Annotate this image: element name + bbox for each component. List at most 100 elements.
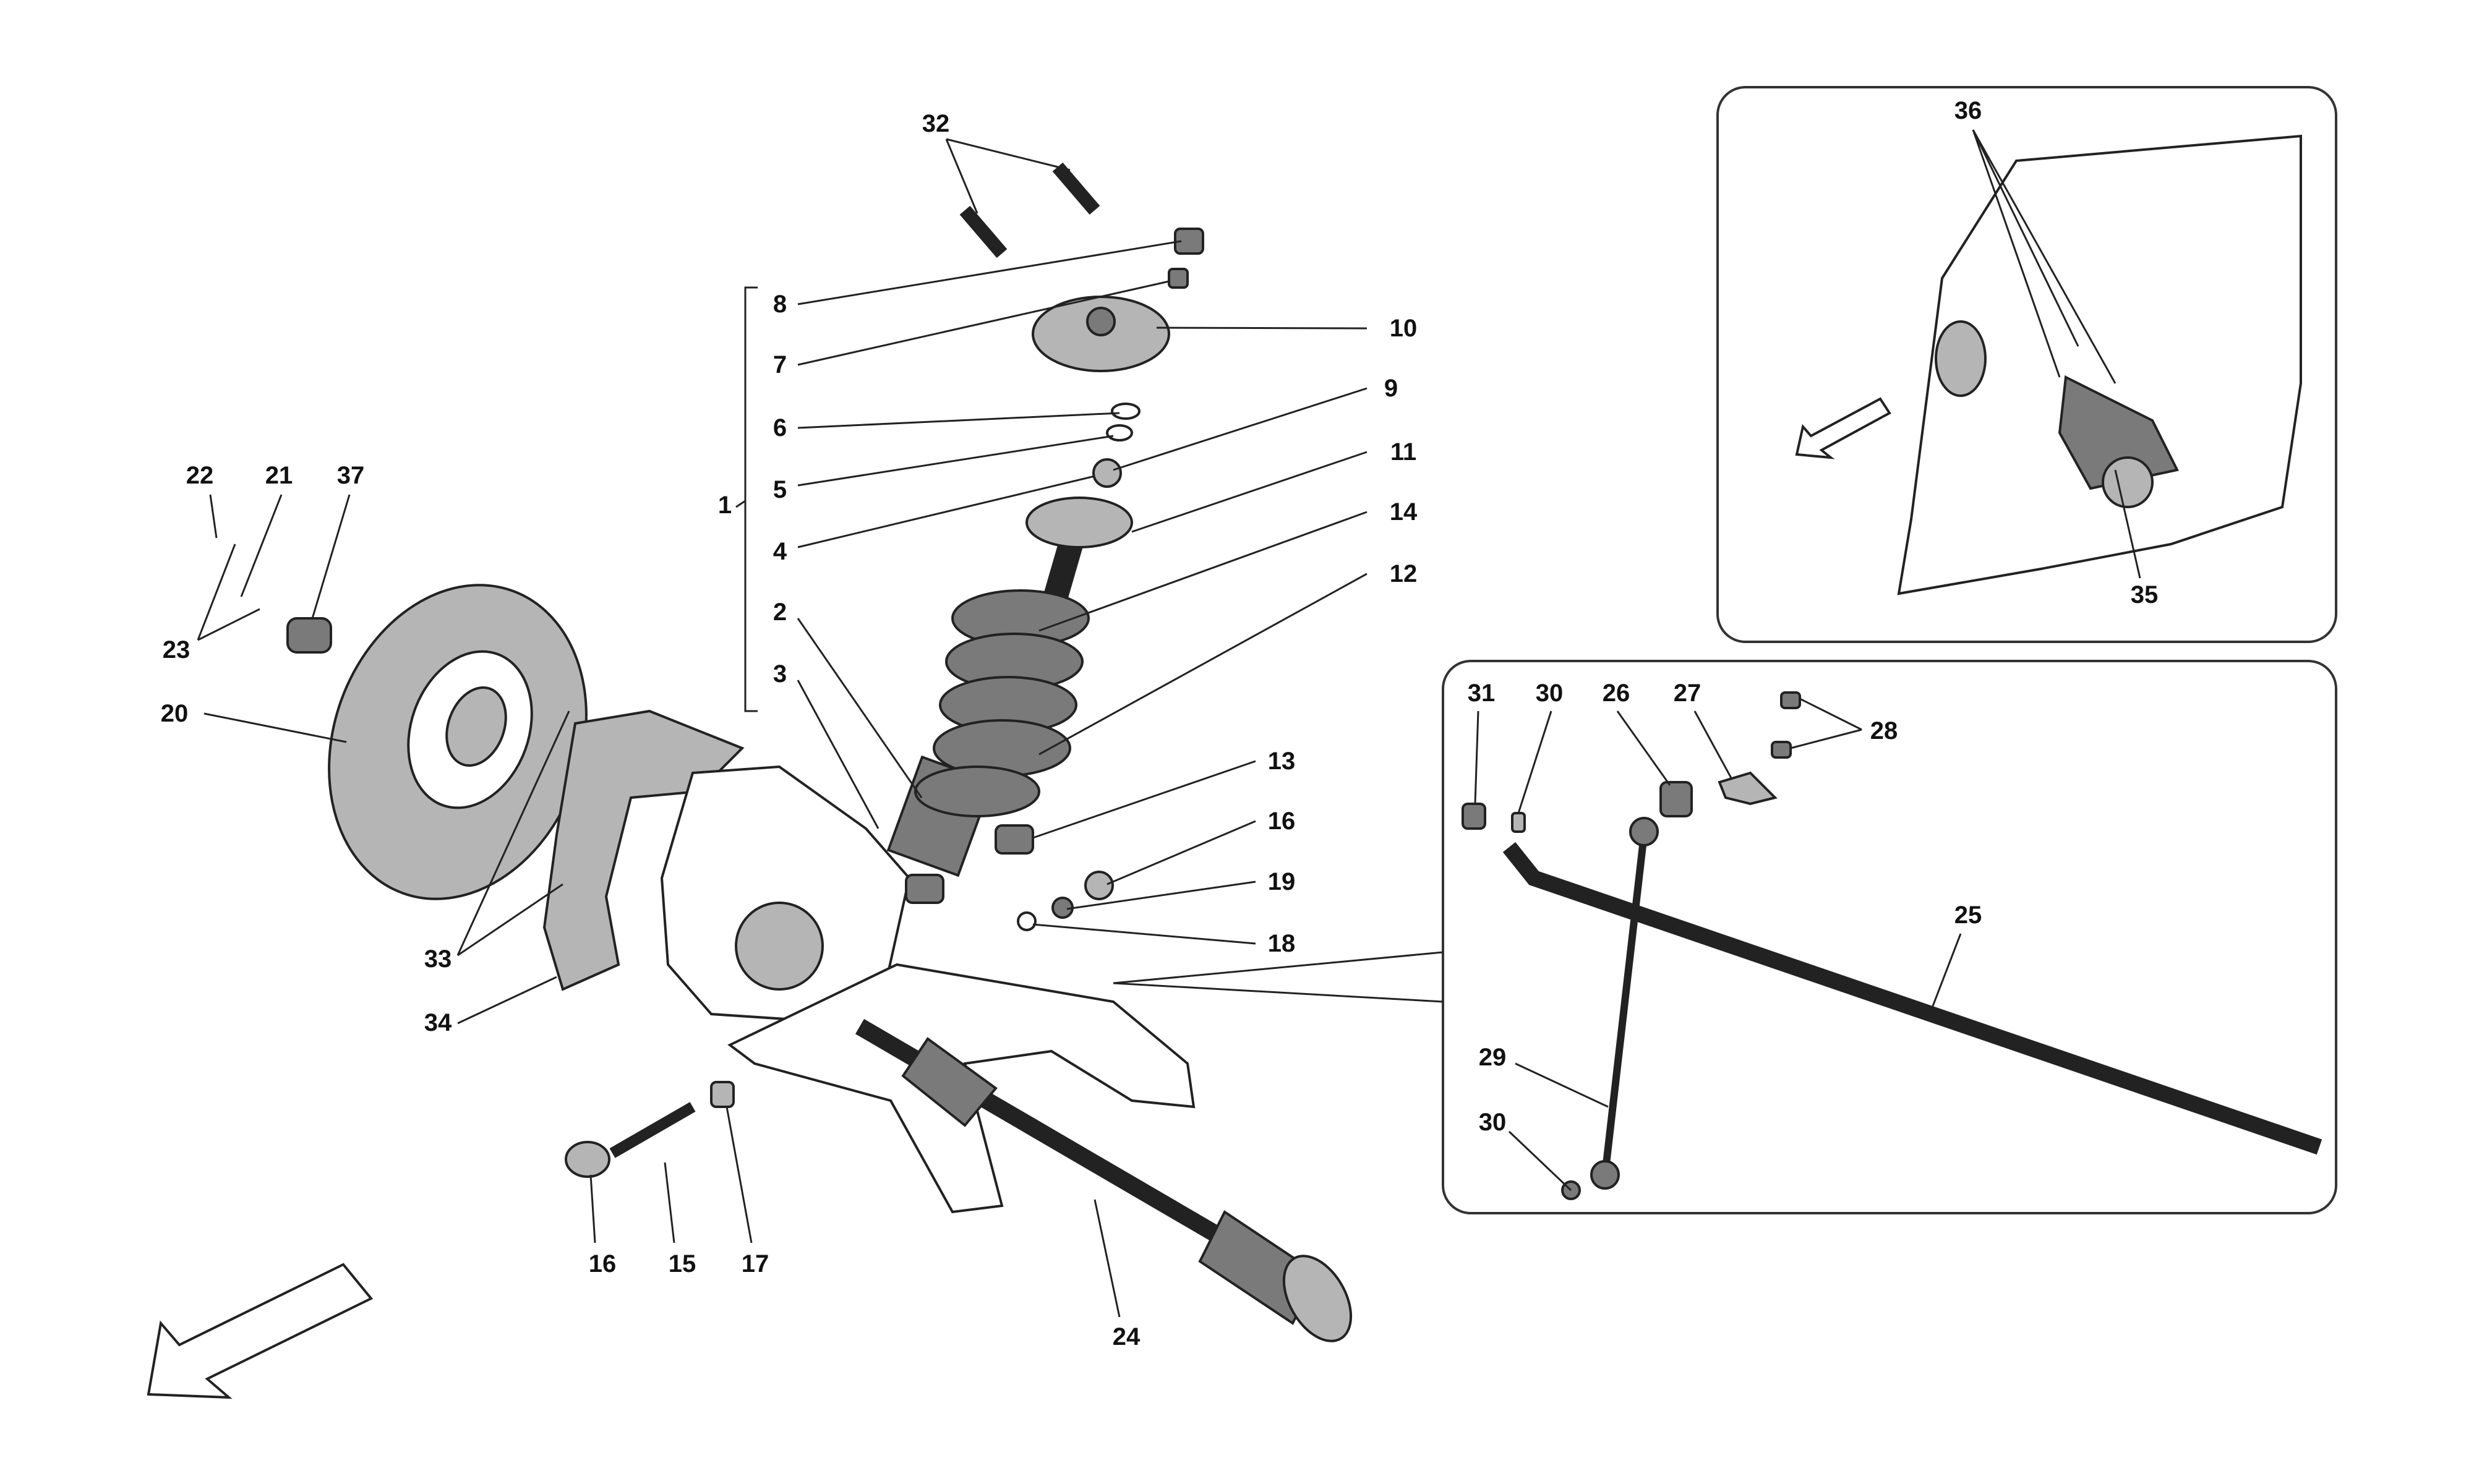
leader-line (1113, 387, 1368, 471)
leader-line (197, 608, 260, 641)
callout-number: 17 (742, 1250, 769, 1277)
leader-line (1515, 1062, 1609, 1108)
callout-number: 23 (163, 636, 190, 663)
callout-number: 28 (1870, 717, 1898, 744)
callout-number: 36 (1954, 97, 1982, 124)
leader-line (1517, 710, 1552, 814)
leader-line (1106, 820, 1256, 885)
leader-line (1616, 710, 1671, 786)
leader-line (1928, 933, 1962, 1015)
leader-line (2114, 469, 2141, 579)
leader-line (1032, 760, 1256, 839)
leader-line (456, 710, 570, 956)
leader-line (197, 544, 236, 641)
leader-line (203, 712, 347, 743)
leader-line (664, 1162, 675, 1243)
callout-number: 15 (669, 1250, 696, 1277)
leader-line (726, 1106, 753, 1243)
callout-number: 19 (1268, 868, 1296, 895)
callout-number: 35 (2131, 581, 2159, 608)
callout-number: 14 (1390, 498, 1418, 526)
leader-line (797, 412, 1120, 429)
leader-line (589, 1174, 596, 1243)
callout-number: 11 (1390, 438, 1416, 466)
washer-16 (1084, 871, 1114, 900)
callout-number: 18 (1268, 930, 1296, 957)
stabilizer-bar (1462, 691, 2322, 1200)
callout-number: 7 (773, 351, 787, 378)
leader-line (797, 240, 1182, 305)
callout-number: 31 (1468, 680, 1496, 707)
wheel-hub (735, 902, 824, 991)
callout-number: 13 (1268, 748, 1296, 775)
leader-line (1508, 1130, 1572, 1192)
callout-number: 26 (1603, 680, 1630, 707)
callout-number: 37 (337, 462, 365, 489)
callout-number: 10 (1390, 315, 1418, 342)
callout-number: 30 (1536, 680, 1564, 707)
brake-disc (328, 584, 588, 900)
callout-number: 33 (424, 945, 452, 973)
leader-line (1693, 710, 1733, 780)
leader-line (1032, 923, 1256, 945)
callout-number: 6 (773, 414, 787, 441)
callout-number: 1 (718, 492, 732, 519)
leader-line (797, 618, 923, 798)
callout-number: 8 (773, 291, 787, 318)
driveshaft (855, 1018, 1353, 1342)
callout-bracket (735, 286, 758, 712)
callout-number: 25 (1954, 902, 1982, 929)
leader-line (240, 494, 283, 597)
callout-number: 3 (773, 660, 787, 688)
leader-line (1038, 573, 1368, 756)
direction-arrow-icon (147, 1263, 374, 1399)
leader-line (1094, 1199, 1121, 1318)
callout-number: 20 (161, 700, 189, 727)
leader-line (1038, 511, 1368, 632)
leader-line (457, 976, 557, 1025)
callout-number: 21 (265, 462, 293, 489)
bush-37 (286, 617, 332, 654)
leader-line (1066, 881, 1256, 910)
inset-stabilizer-box (1442, 660, 2337, 1214)
leader-line (946, 138, 1071, 171)
shock-absorber-assembly (886, 228, 1204, 904)
callout-number: 24 (1113, 1323, 1141, 1350)
bolt-15 (609, 1102, 696, 1158)
leader-line (209, 494, 218, 539)
callout-number: 22 (186, 462, 214, 489)
leader-line (797, 280, 1170, 366)
callout-number: 16 (589, 1250, 617, 1277)
callout-number: 30 (1479, 1109, 1507, 1136)
inset-subframe-box (1716, 86, 2337, 643)
bolt-32a (959, 205, 1008, 258)
leader-line (311, 494, 351, 619)
callout-number: 32 (922, 110, 950, 137)
inset-pointer-line (1113, 951, 1444, 984)
callout-number: 2 (773, 599, 787, 626)
cap-16 (565, 1141, 610, 1178)
callout-number: 29 (1479, 1044, 1507, 1071)
bolt-32b (1052, 162, 1100, 215)
inset-direction-arrow-icon (1795, 397, 1891, 459)
callout-number: 4 (773, 538, 787, 565)
washer-18 (1017, 911, 1037, 931)
leader-line (1972, 129, 2117, 384)
leader-line (797, 475, 1095, 548)
leader-line (1972, 129, 2079, 347)
leader-line (797, 435, 1114, 487)
leader-line (1972, 129, 2061, 378)
leader-line (1799, 697, 1862, 731)
bush-17 (710, 1081, 735, 1108)
callout-number: 9 (1384, 375, 1398, 402)
callout-number: 16 (1268, 808, 1296, 835)
leader-line (1790, 728, 1862, 749)
leader-line (797, 680, 880, 829)
callout-number: 27 (1674, 680, 1701, 707)
callout-number: 34 (424, 1009, 452, 1036)
leader-line (1474, 710, 1479, 804)
leader-line (1131, 451, 1368, 533)
inset-pointer-line (1113, 982, 1444, 1003)
leader-line (945, 139, 978, 214)
